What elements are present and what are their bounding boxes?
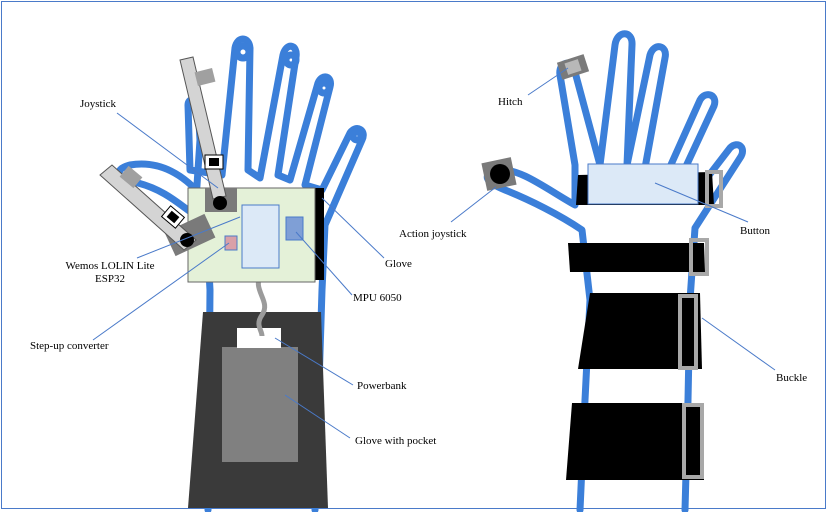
button-panel [587, 163, 699, 205]
esp32-module [241, 204, 280, 269]
joystick-stick-thumb [99, 164, 216, 257]
label-powerbank: Powerbank [357, 380, 407, 392]
buckle-4 [682, 403, 704, 479]
left-leader-lines [92, 112, 385, 439]
powerbank-connector [237, 328, 281, 348]
label-glove: Glove [385, 258, 412, 270]
strap-4 [566, 403, 704, 480]
joystick-stick-index [179, 56, 227, 210]
label-wemos-line2: ESP32 [95, 273, 125, 285]
label-wemos: Wemos LOLIN Lite ESP32 [60, 260, 160, 286]
label-step-up-converter: Step-up converter [30, 340, 109, 352]
label-wemos-line1: Wemos LOLIN Lite [65, 260, 155, 272]
usb-cable [255, 270, 268, 337]
label-mpu6050: MPU 6050 [353, 292, 402, 304]
label-joystick: Joystick [80, 98, 117, 110]
action-joystick [481, 157, 517, 191]
step-up-chip [224, 235, 238, 251]
powerbank-block [222, 347, 298, 462]
label-action-joystick: Action joystick [399, 228, 467, 240]
label-hitch: Hitch [498, 96, 523, 108]
strap-2 [568, 243, 705, 272]
hitch-clip [556, 54, 590, 80]
buckle-2 [689, 238, 709, 276]
left-hand-outline [115, 35, 367, 512]
label-glove-with-pocket: Glove with pocket [355, 435, 437, 447]
right-leader-lines [450, 67, 776, 371]
label-button: Button [740, 225, 770, 237]
mpu6050-sensor [285, 216, 304, 241]
strap-3 [578, 293, 702, 369]
buckle-3 [678, 294, 698, 370]
label-buckle: Buckle [776, 372, 808, 384]
buckle-top [705, 170, 723, 208]
